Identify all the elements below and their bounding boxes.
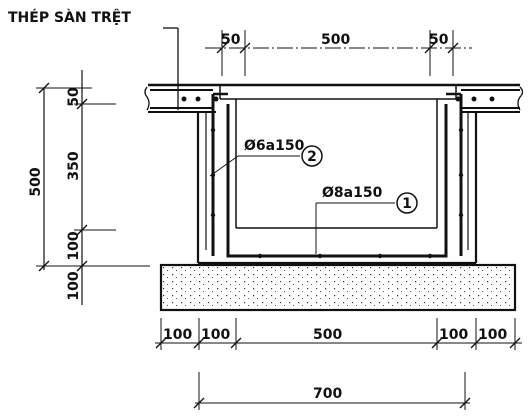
channel-inner-outline — [235, 99, 438, 229]
left-dim-height: 350 — [66, 151, 82, 180]
marker-number-2: 2 — [307, 149, 317, 165]
top-dim-left: 50 — [221, 32, 241, 48]
rebar-cage — [150, 89, 520, 259]
overall-width-value: 700 — [313, 386, 342, 402]
top-dim-center: 500 — [321, 32, 350, 48]
top-dim-right: 50 — [429, 32, 449, 48]
rebar-callout-2 — [209, 145, 323, 177]
left-dim-footing: 100 — [66, 271, 82, 300]
rebar-spec-1: Ø8a150 — [322, 185, 383, 201]
channel-walls — [196, 112, 478, 265]
title-leader — [163, 27, 179, 110]
left-dim-total: 500 — [28, 167, 44, 196]
bottom-dim-1: 100 — [163, 327, 192, 343]
bottom-dim-4: 100 — [439, 327, 468, 343]
bottom-dimension-chain — [155, 318, 522, 350]
left-dim-base: 100 — [66, 231, 82, 260]
rebar-spec-2: Ø6a150 — [244, 138, 305, 154]
rebar-callout-1 — [315, 192, 418, 254]
bottom-dim-5: 100 — [478, 327, 507, 343]
overall-width-dimension — [193, 372, 471, 410]
bottom-dim-2: 100 — [201, 327, 230, 343]
left-dimension-chain — [36, 70, 150, 305]
left-dim-cover: 50 — [66, 87, 82, 107]
marker-circle-2 — [301, 145, 323, 167]
cover-slab — [144, 83, 524, 113]
bottom-dim-3: 500 — [313, 327, 342, 343]
marker-circle-1 — [396, 192, 418, 214]
top-dimension-chain — [205, 30, 472, 76]
marker-number-1: 1 — [402, 196, 412, 212]
slab-reinforcement-label: THÉP SÀN TRỆT — [8, 8, 131, 26]
concrete-footing — [159, 263, 517, 312]
